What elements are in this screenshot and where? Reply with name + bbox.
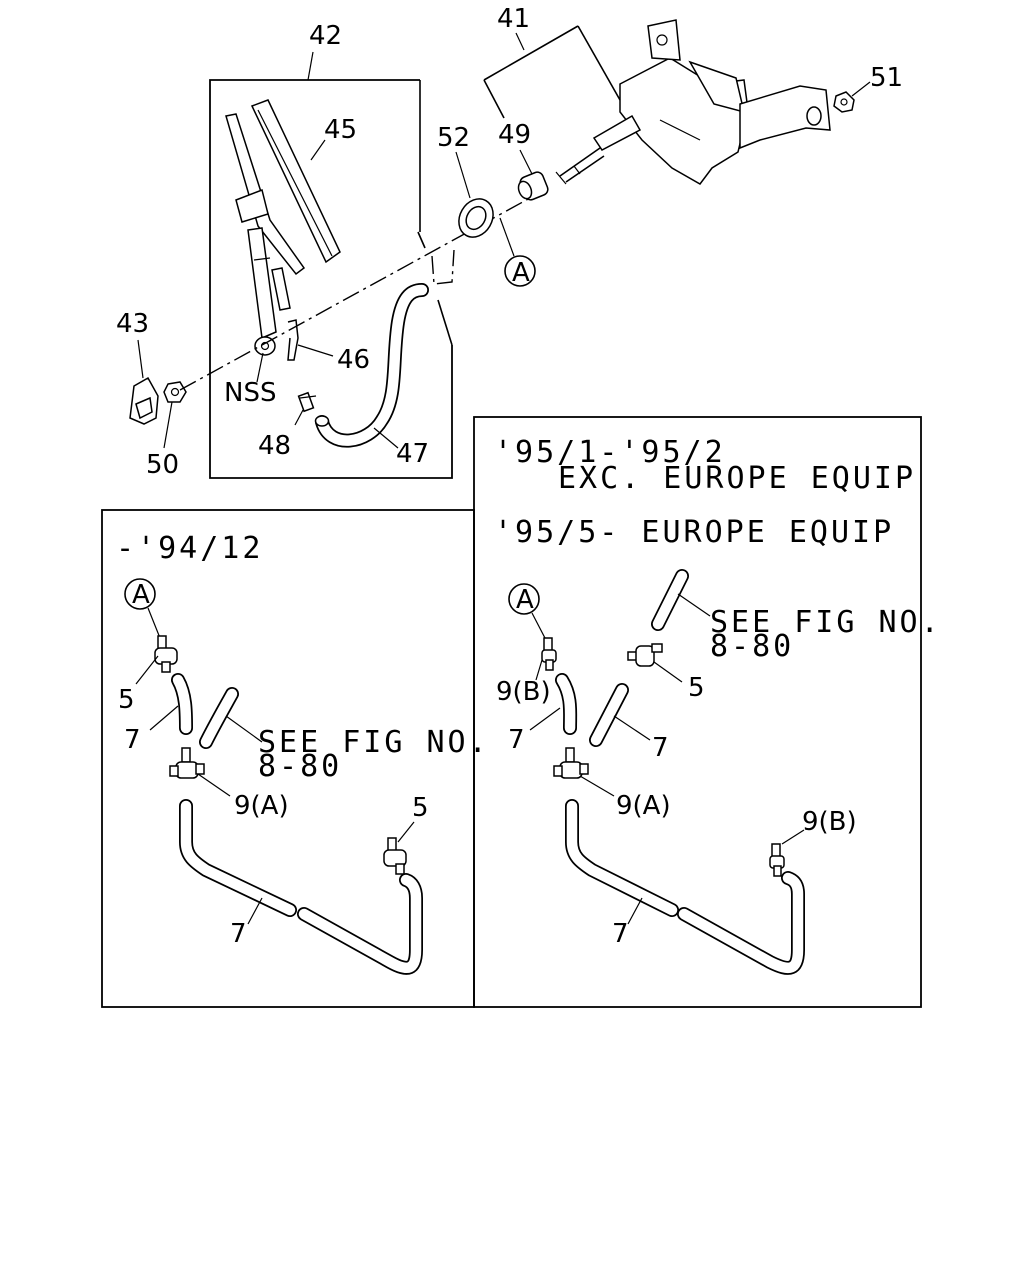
left-ref-leader: [147, 607, 161, 639]
right-t-joint: [553, 747, 615, 797]
right-hose-straight: [589, 683, 651, 747]
callout-47: 47: [396, 439, 429, 469]
callout-49: 49: [498, 120, 531, 150]
callout-46: 46: [337, 345, 370, 375]
left-hose-short: [149, 673, 193, 735]
right-see-fig-2: 8-80: [710, 629, 794, 664]
nozzle-48: [294, 391, 317, 426]
right-panel-frame: [473, 416, 922, 1008]
callout-45: 45: [324, 115, 357, 145]
callout-51: 51: [870, 63, 903, 93]
right-ref-leader: [531, 612, 547, 641]
right-hose-long: [565, 799, 805, 975]
nut-50: [163, 381, 187, 449]
left-check-valve-top: [135, 635, 178, 685]
left-label-7-top: 7: [124, 725, 141, 755]
left-label-5-top: 5: [118, 685, 135, 715]
right-ref-a: A: [516, 585, 534, 615]
callout-43: 43: [116, 309, 149, 339]
cap-43: [129, 339, 159, 425]
left-t-joint: [169, 747, 231, 797]
pivot-nss: [254, 336, 276, 383]
nut-51: [833, 81, 871, 113]
right-connector-9b-top: [535, 637, 557, 681]
right-label-5: 5: [688, 673, 705, 703]
right-connector-9b-bottom: [769, 829, 805, 877]
seal-52: [455, 151, 536, 287]
callout-50: 50: [146, 450, 179, 480]
wiper-motor-41: [555, 19, 831, 185]
left-check-valve-bottom: [383, 821, 415, 875]
left-label-9a: 9(A): [234, 791, 289, 821]
callout-nss: NSS: [224, 378, 276, 408]
right-check-valve: [627, 643, 683, 683]
right-ref-circle: [508, 583, 540, 615]
left-hose-long: [179, 799, 423, 975]
leader-41: [483, 25, 621, 119]
right-note-line2: EXC. EUROPE EQUIP: [558, 461, 916, 496]
left-label-5-bottom: 5: [412, 793, 429, 823]
bushing-49: [517, 149, 549, 201]
wiper-assembly-box: [209, 51, 453, 479]
left-see-fig-2: 8-80: [258, 749, 342, 784]
right-label-7-mid: 7: [652, 733, 669, 763]
wiper-arm: [225, 113, 306, 340]
right-label-7-left: 7: [508, 725, 525, 755]
right-note-line3: '95/5- EUROPE EQUIP: [494, 515, 894, 550]
callout-52: 52: [437, 123, 470, 153]
callout-48: 48: [258, 431, 291, 461]
right-see-fig-1: SEE FIG NO.: [710, 605, 942, 640]
wiper-blade: [250, 99, 341, 264]
axis-offset: [431, 249, 455, 285]
right-label-7-bottom: 7: [612, 919, 629, 949]
right-label-9b-top: 9(B): [496, 677, 551, 707]
left-ref-circle: [124, 578, 156, 610]
clip-46: [271, 267, 334, 361]
left-ref-a: A: [132, 580, 150, 610]
hose-47: [314, 283, 429, 449]
callout-41: 41: [497, 4, 530, 34]
callout-42: 42: [309, 21, 342, 51]
left-see-fig-1: SEE FIG NO.: [258, 725, 490, 760]
right-note-line1: '95/1-'95/2: [494, 435, 726, 470]
callout-ref-a: A: [512, 258, 530, 288]
right-hose-short: [529, 673, 578, 735]
left-date-note: -'94/12: [116, 531, 263, 566]
left-see-fig-hose: [199, 687, 263, 749]
axis-line: [179, 197, 531, 391]
right-see-fig-hose: [651, 569, 711, 631]
right-label-9b-bottom: 9(B): [802, 807, 857, 837]
right-label-9a: 9(A): [616, 791, 671, 821]
left-label-7-bottom: 7: [230, 919, 247, 949]
